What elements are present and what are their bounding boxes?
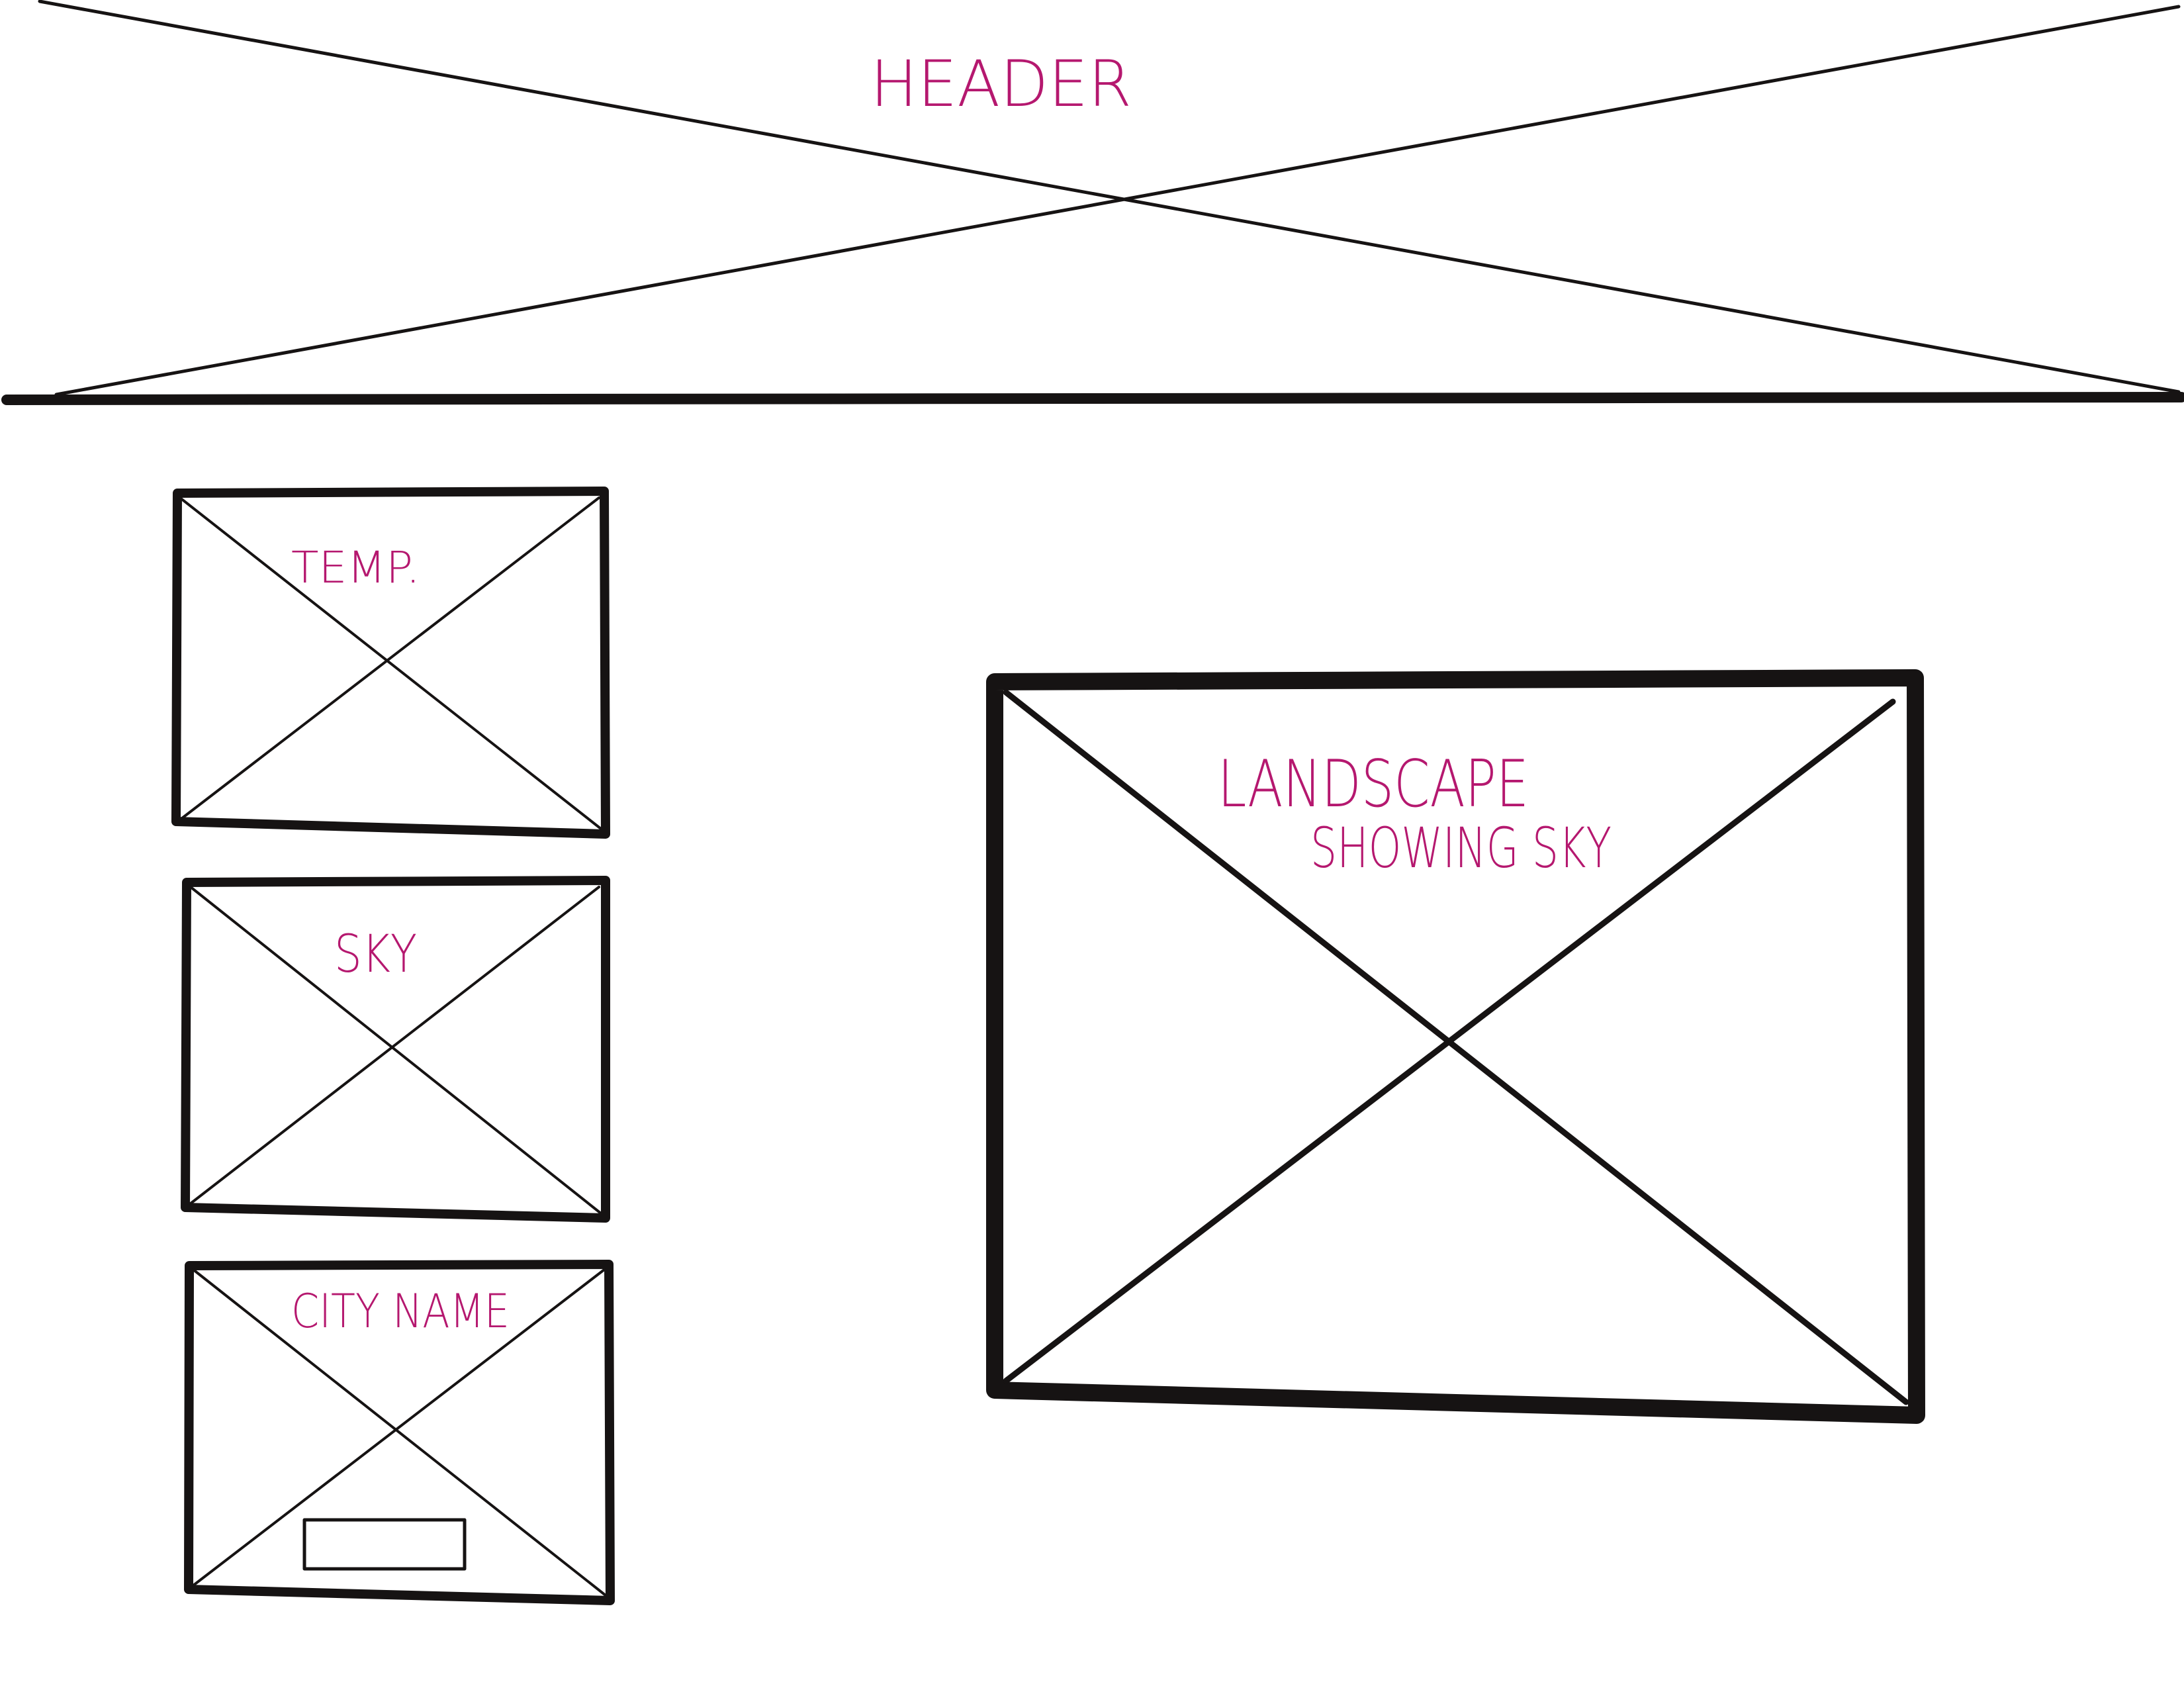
temp-placeholder-box: TEMP. [171, 487, 610, 839]
box-cross-line [179, 496, 602, 830]
header-cross-line [38, 0, 2181, 394]
box-frame [181, 876, 610, 1223]
city-input-field[interactable] [302, 1518, 467, 1571]
box-cross-line [181, 496, 600, 820]
box-cross-line [192, 1268, 606, 1587]
hero-frame [986, 669, 1925, 1424]
header-label: HEADER [870, 47, 1132, 121]
box-frame [184, 1260, 615, 1605]
box-cross-line [189, 886, 602, 1215]
hero-cross-line [1003, 698, 1896, 1384]
sky-placeholder-box: SKY [181, 876, 610, 1223]
hero-label-line2: SHOWING SKY [1310, 816, 1612, 880]
box-cross-line [189, 886, 600, 1205]
city-name-label: CITY NAME [291, 1284, 510, 1338]
hero-cross-line [1003, 689, 1909, 1405]
city-name-placeholder-box: CITY NAME [184, 1260, 615, 1605]
header-cross-line [54, 5, 2181, 397]
header-placeholder: HEADER [1, 0, 2184, 405]
box-frame [171, 487, 610, 839]
hero-label-line1: LANDSCAPE [1218, 747, 1529, 822]
temp-label: TEMP. [291, 542, 420, 593]
box-cross-line [192, 1268, 607, 1597]
header-bottom-border [1, 392, 2184, 405]
landscape-image-placeholder: LANDSCAPE SHOWING SKY [986, 669, 1925, 1424]
sky-label: SKY [334, 925, 417, 984]
